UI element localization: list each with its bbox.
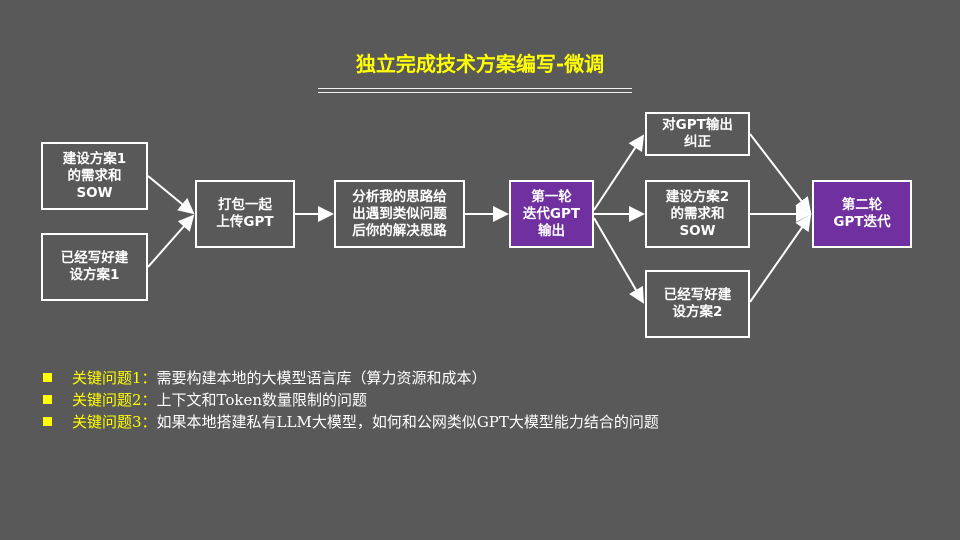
issue-key: 关键问题1： (72, 369, 157, 387)
box-correct-output: 对GPT输出 纠正 (645, 112, 750, 156)
bullet-square-icon (43, 395, 52, 404)
issue-item: 关键问题3：如果本地搭建私有LLM大模型，如何和公网类似GPT大模型能力结合的问… (43, 411, 659, 432)
arrow-round1-correct (593, 134, 645, 211)
box-round-2: 第二轮 GPT迭代 (812, 180, 912, 248)
arrow-plan1-upload (147, 214, 195, 268)
arrow-correct-round2 (749, 133, 812, 214)
slide-title: 独立完成技术方案编写-微调 (355, 52, 605, 76)
arrow-round1-plan2 (593, 217, 645, 304)
box-requirements-2: 建设方案2 的需求和 SOW (645, 180, 750, 248)
box-round-1: 第一轮 迭代GPT 输出 (509, 180, 594, 248)
arrow-req1-upload (147, 175, 195, 215)
issue-item: 关键问题2：上下文和Token数量限制的问题 (43, 389, 367, 410)
issue-key: 关键问题3： (72, 413, 157, 431)
title-underline (318, 88, 632, 89)
box-plan-1: 已经写好建 设方案1 (41, 233, 148, 301)
issue-key: 关键问题2： (72, 391, 157, 409)
title-underline-2 (318, 92, 632, 93)
box-requirements-1: 建设方案1 的需求和 SOW (41, 142, 148, 210)
bullet-square-icon (43, 373, 52, 382)
box-analyze: 分析我的思路给 出遇到类似问题 后你的解决思路 (334, 180, 465, 248)
bullet-square-icon (43, 417, 52, 426)
issue-item: 关键问题1：需要构建本地的大模型语言库（算力资源和成本） (43, 367, 487, 388)
issue-text: 如果本地搭建私有LLM大模型，如何和公网类似GPT大模型能力结合的问题 (156, 413, 659, 431)
box-plan-2: 已经写好建 设方案2 (645, 270, 750, 338)
box-upload-gpt: 打包一起 上传GPT (195, 180, 295, 248)
arrow-plan2-round2 (749, 214, 812, 303)
issue-text: 上下文和Token数量限制的问题 (156, 391, 368, 409)
issue-text: 需要构建本地的大模型语言库（算力资源和成本） (156, 369, 487, 387)
